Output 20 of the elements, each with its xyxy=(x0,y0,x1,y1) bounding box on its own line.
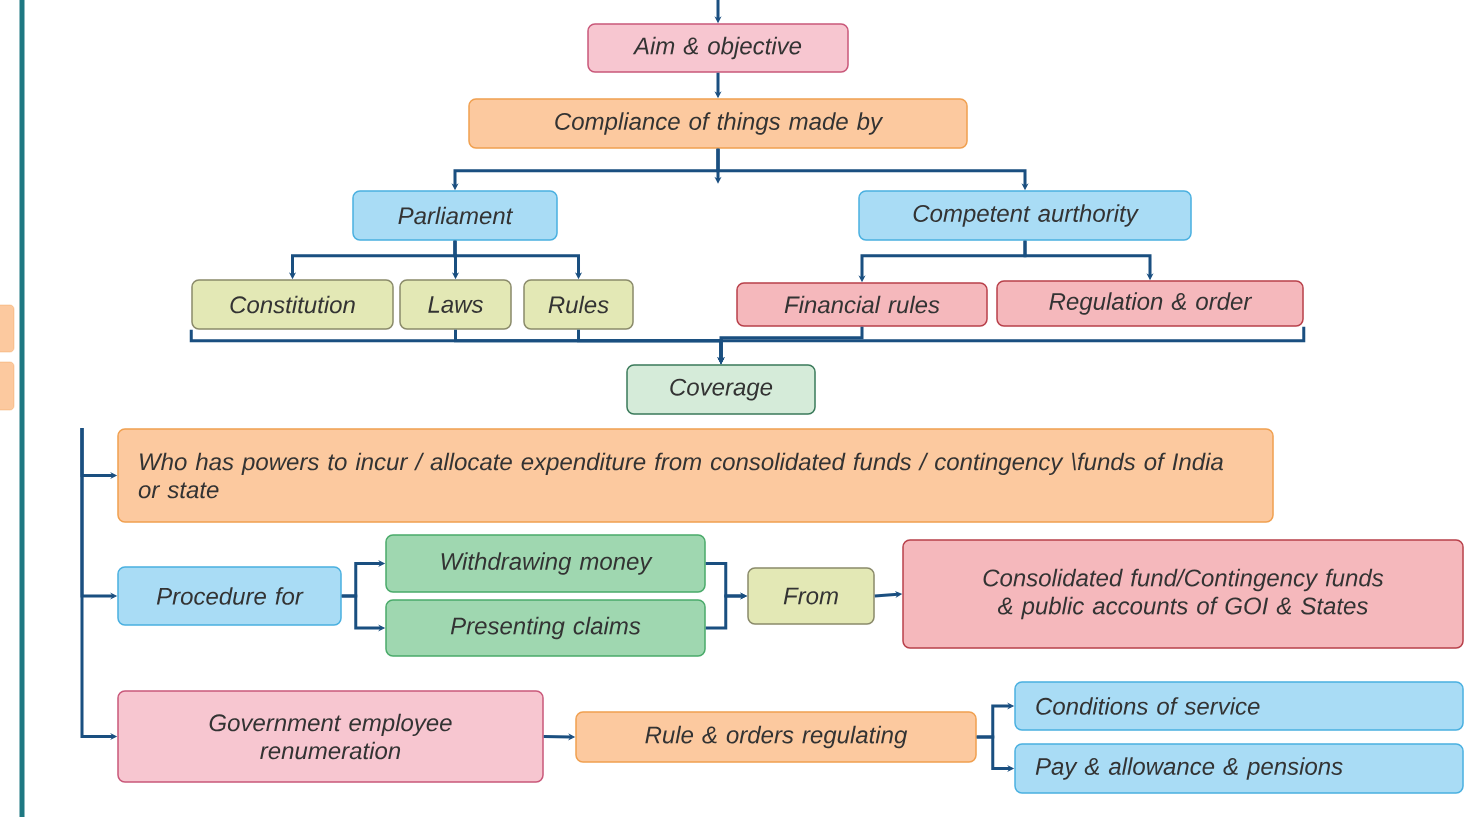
process-box: Conditions of service xyxy=(1014,681,1464,731)
process-box: Coverage xyxy=(626,364,816,415)
process-box: Consolidated fund/Contingency funds & public accounts of GOI & States xyxy=(902,539,1464,649)
process-box: Aim & objective xyxy=(587,23,849,73)
process-box: Laws xyxy=(399,279,512,330)
process-box: Withdrawing money xyxy=(385,534,706,593)
process-box: Regulation & order xyxy=(996,280,1304,327)
process-box: Who has powers to incur / allocate expenditure from consolidated funds / contingency \funds of India or state xyxy=(117,428,1274,523)
process-box: Government employee renumeration xyxy=(117,690,544,783)
process-box: Compliance of things made by xyxy=(468,98,968,149)
process-box: Competent aurthority xyxy=(858,190,1192,241)
process-box: Presenting claims xyxy=(385,599,706,657)
process-box: From xyxy=(747,567,875,625)
process-box: Pay & allowance & pensions xyxy=(1014,743,1464,794)
process-box: Financial rules xyxy=(736,282,988,327)
process-box: Rules xyxy=(523,279,634,330)
process-box: Parliament xyxy=(352,190,558,241)
process-box: Rule & orders regulating xyxy=(575,711,977,763)
process-box: Procedure for xyxy=(117,566,342,626)
process-box: Constitution xyxy=(191,279,394,330)
